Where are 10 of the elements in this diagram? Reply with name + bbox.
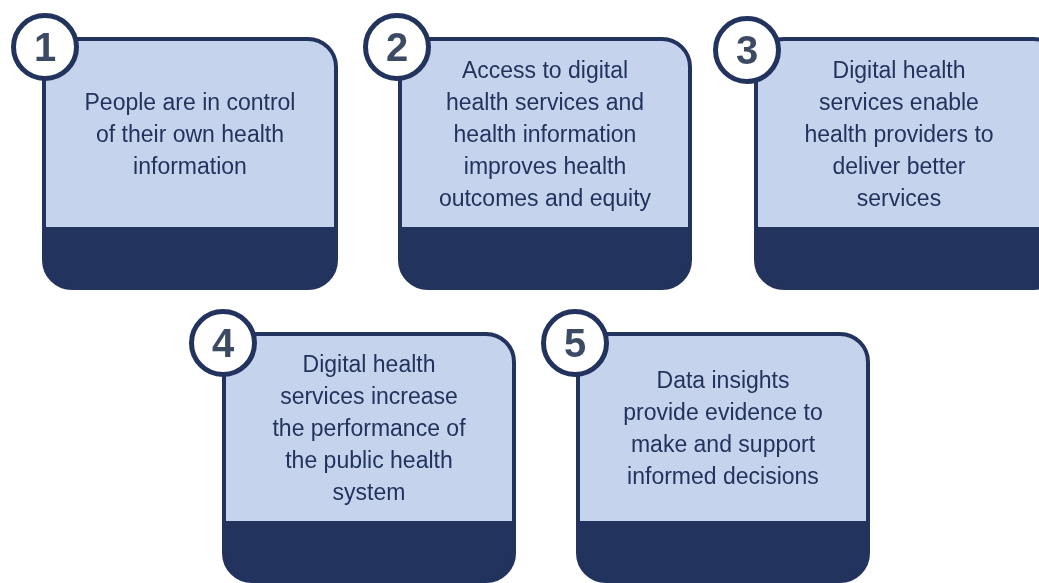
number-badge: 1 <box>11 13 79 81</box>
card-text: Digital health services increase the performance of the public health system <box>271 350 467 508</box>
card-text: People are in control of their own health information <box>83 88 297 182</box>
number-badge: 4 <box>189 309 257 377</box>
card-text: Data insights provide evidence to make and support informed decisions <box>622 366 824 492</box>
number-badge: 5 <box>541 309 609 377</box>
card-text: Access to digital health services and health information improves health outcomes and equity <box>437 56 653 214</box>
number-badge: 2 <box>363 13 431 81</box>
number-badge: 3 <box>713 16 781 84</box>
card-text: Digital health services enable health providers to deliver better services <box>803 56 995 214</box>
